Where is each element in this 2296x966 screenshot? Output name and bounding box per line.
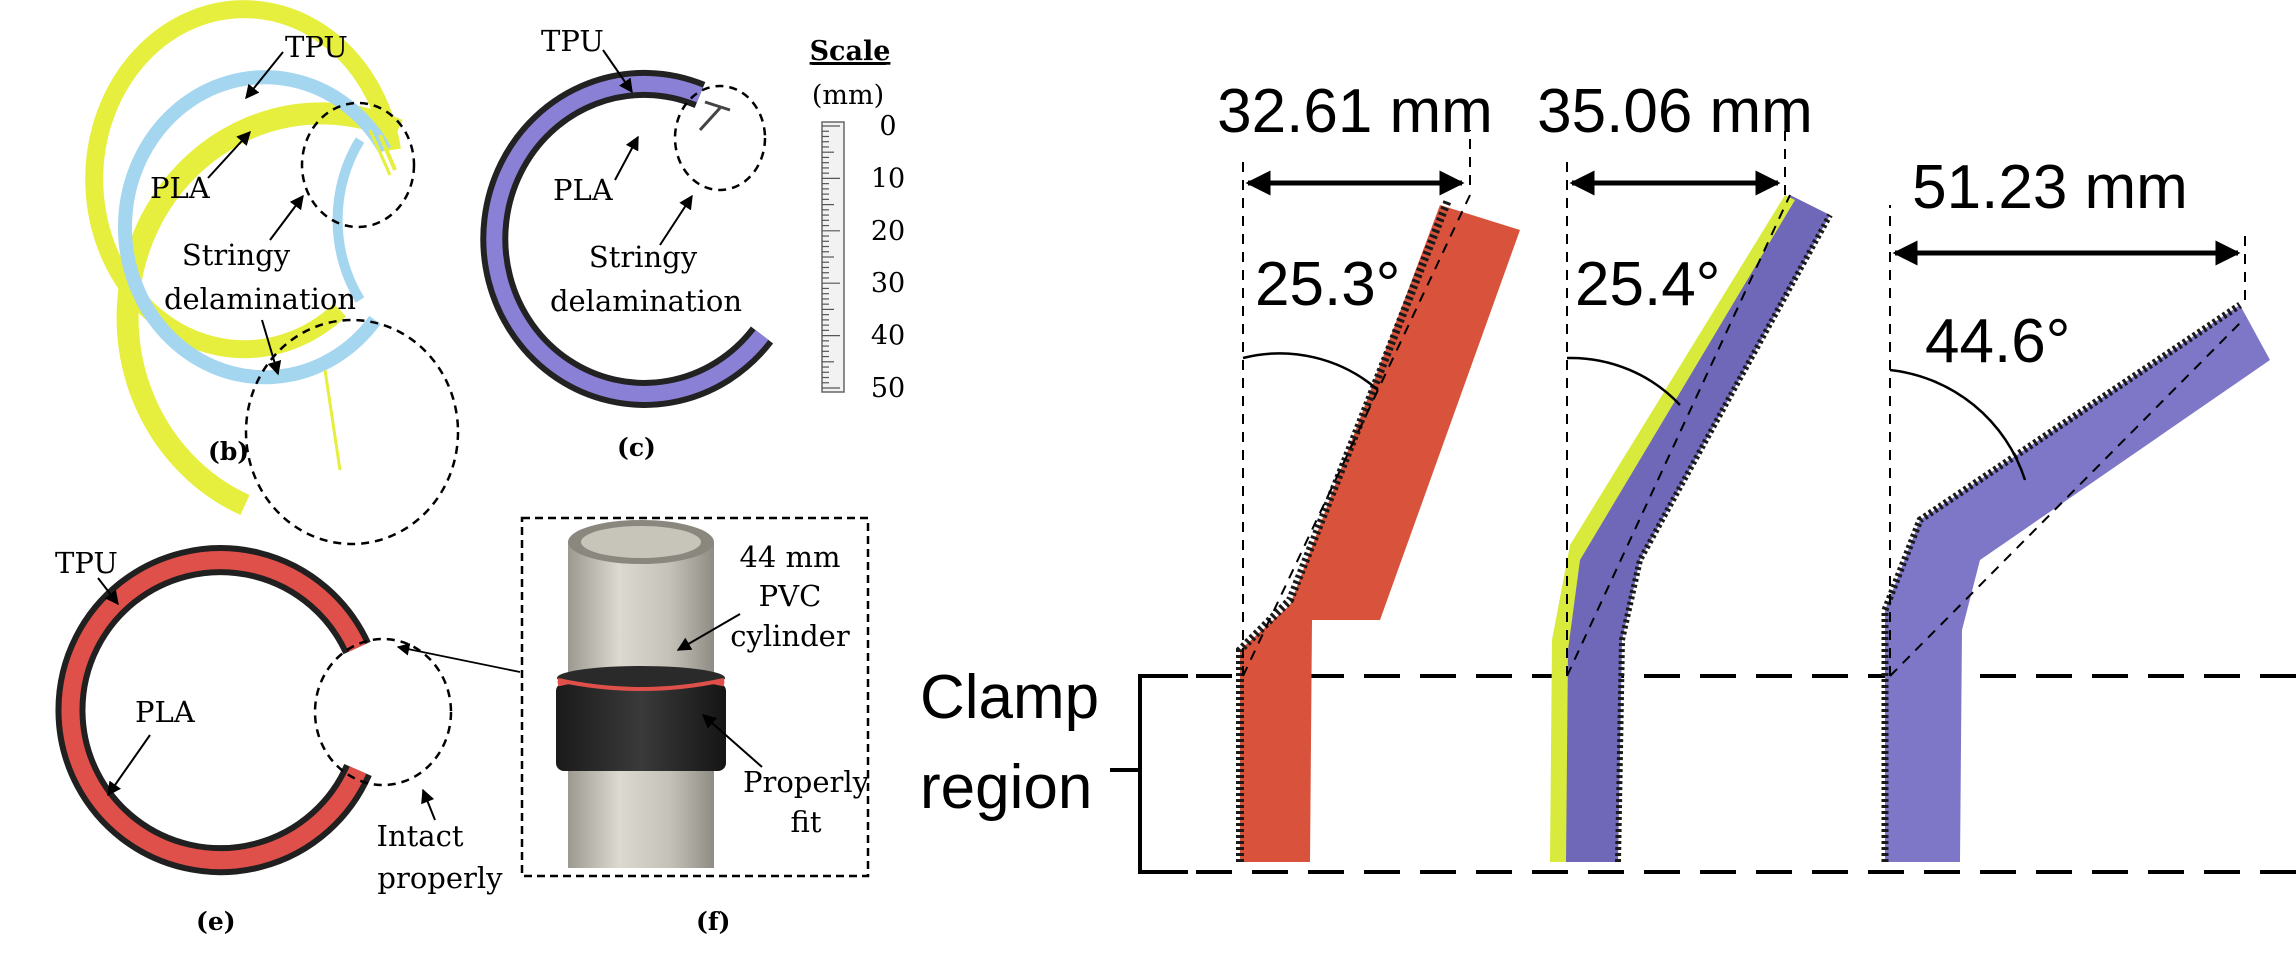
label-tpu-c: TPU xyxy=(541,24,604,58)
arrow-pla-e xyxy=(107,734,151,797)
arrow-tpu-e xyxy=(97,577,119,606)
width-label-3: 51.23 mm xyxy=(1912,153,2188,222)
label-pla-e: PLA xyxy=(135,695,196,729)
label-stringy-c: Stringy xyxy=(589,240,698,274)
panel-f-frame xyxy=(520,516,870,878)
specimen-3: 51.23 mm 44.6° xyxy=(1881,153,2270,862)
tpu-pla-ring-e xyxy=(55,545,372,876)
angle-label-1: 25.3° xyxy=(1255,250,1400,319)
arrow-tpu-c xyxy=(602,49,633,94)
clamp-label-line1: Clamp xyxy=(920,663,1099,732)
panel-f: 44 mm PVC cylinder Properly fit (f) xyxy=(520,516,870,936)
label-pla-b: PLA xyxy=(150,171,211,205)
arrow-fit xyxy=(701,714,763,768)
scale-tick-label: 50 xyxy=(871,373,905,404)
arrow-stringy-c xyxy=(659,194,693,246)
width-label-1: 32.61 mm xyxy=(1217,77,1493,146)
arrow-pvc xyxy=(676,613,741,651)
label-pvc-size: 44 mm xyxy=(739,540,840,574)
connector-e-f xyxy=(396,643,521,673)
specimen-2: 35.06 mm 25.4° xyxy=(1537,77,1833,863)
tpu-pla-spiral-b xyxy=(85,0,403,516)
bend-test-panel: Clamp region 32.61 mm 25.3° 35.06 mm 25. xyxy=(920,77,2296,874)
defect-circle-b-top xyxy=(300,101,416,229)
caption-c: (c) xyxy=(617,433,656,462)
scale-tick-label: 40 xyxy=(871,321,905,352)
specimen-1-body xyxy=(1240,205,1520,862)
angle-label-3: 44.6° xyxy=(1925,307,2070,376)
label-stringy-b: Stringy xyxy=(182,238,291,272)
panel-e: TPU PLA Intact properly (e) xyxy=(55,545,521,936)
specimen-3-body xyxy=(1885,305,2270,862)
arrow-pla-c xyxy=(614,135,639,181)
label-tpu-b: TPU xyxy=(285,30,348,64)
specimen-1: 32.61 mm 25.3° xyxy=(1217,77,1520,862)
caption-b: (b) xyxy=(208,437,249,466)
label-fit-line2: fit xyxy=(791,805,822,839)
scale-tick-label: 30 xyxy=(871,268,905,299)
defect-circle-c xyxy=(673,84,767,192)
scale-unit: (mm) xyxy=(812,80,884,111)
label-pvc-shape: cylinder xyxy=(730,619,850,653)
panel-b: TPU PLA Stringy delamination (b) xyxy=(85,0,460,546)
angle-label-2: 25.4° xyxy=(1575,250,1720,319)
scale-bar: Scale (mm) 0 10 20 30 40 50 xyxy=(810,36,906,404)
width-label-2: 35.06 mm xyxy=(1537,77,1813,146)
caption-f: (f) xyxy=(696,907,730,936)
label-pla-c: PLA xyxy=(553,173,614,207)
scale-tick-labels: 0 10 20 30 40 50 xyxy=(871,111,905,404)
arrow-stringy-b-top xyxy=(269,194,304,241)
label-pvc-material: PVC xyxy=(759,579,822,613)
label-delamination-b: delamination xyxy=(164,282,356,316)
defect-circle-b-bottom xyxy=(244,318,460,546)
arrow-stringy-b-bottom xyxy=(261,319,282,376)
arrow-tpu-b xyxy=(245,51,284,100)
scale-tick-label: 0 xyxy=(879,111,896,142)
label-intact-line1: Intact xyxy=(377,819,464,853)
arrow-intact xyxy=(421,788,436,821)
scale-title: Scale xyxy=(810,36,891,67)
label-tpu-e: TPU xyxy=(55,546,118,580)
arrow-pla-b xyxy=(207,130,251,179)
label-delamination-c: delamination xyxy=(550,284,742,318)
label-intact-line2: properly xyxy=(377,861,503,895)
label-fit-line1: Properly xyxy=(743,765,870,799)
scale-ruler-ticks xyxy=(822,125,840,389)
caption-e: (e) xyxy=(196,907,236,936)
clamp-bracket xyxy=(1138,674,1188,874)
scale-tick-label: 20 xyxy=(871,216,905,247)
pvc-cylinder-photo xyxy=(556,520,726,868)
clamp-label-line2: region xyxy=(920,753,1092,822)
panel-c: TPU PLA Stringy delamination (c) xyxy=(480,24,774,462)
tpu-pla-ring-c xyxy=(480,69,774,408)
scale-tick-label: 10 xyxy=(871,163,905,194)
intact-circle-e xyxy=(313,637,453,787)
